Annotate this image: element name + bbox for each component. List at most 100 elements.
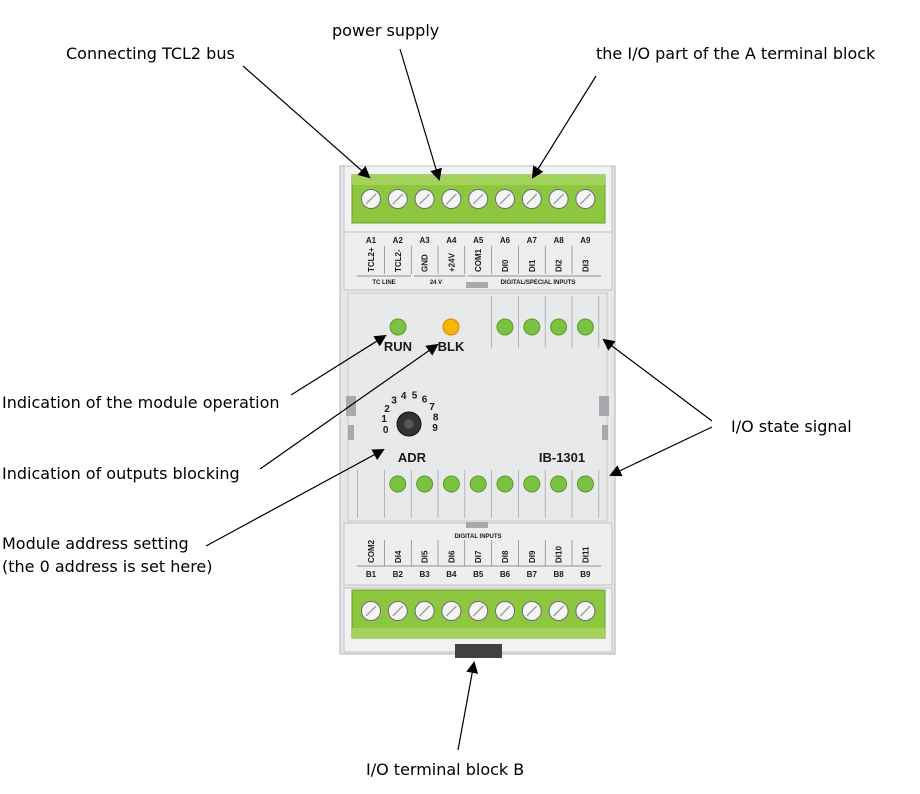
callout-address-line1: Module address setting: [2, 534, 189, 553]
io-led: [416, 475, 434, 493]
arrow-io-state-top: [602, 338, 713, 422]
terminal-b-screw-slot: [553, 605, 565, 617]
terminal-a-screw-slot: [392, 193, 404, 205]
dial-digit: 2: [384, 404, 390, 415]
terminal-a-screw-slot: [526, 193, 538, 205]
terminal-block-b-bottom-strip: [352, 628, 605, 638]
bottom-label-area: [343, 522, 613, 586]
voltage-label: 24 V: [430, 280, 442, 286]
terminal-a-screw-slot: [579, 193, 591, 205]
arrow-outputs-blocking: [259, 343, 439, 470]
terminal-a-signal: +24V: [447, 252, 456, 272]
dial-digit: 7: [429, 402, 435, 413]
callout-tcl2-bus: Connecting TCL2 bus: [66, 44, 235, 63]
terminal-b-screw-slot: [445, 605, 457, 617]
terminal-b-signal: DI8: [501, 550, 510, 563]
terminal-b-signal: DI6: [447, 550, 456, 563]
address-dial-center: [404, 419, 414, 429]
callout-io-state: I/O state signal: [731, 417, 852, 436]
dial-digit: 9: [432, 423, 438, 434]
terminal-b-signal: COM2: [367, 539, 376, 563]
terminal-a-signal: DI0: [501, 259, 510, 272]
tc-line-label: TC LINE: [372, 280, 395, 286]
terminal-b-signal: DI7: [474, 550, 483, 563]
terminal-a-id: A4: [446, 236, 457, 245]
dial-digit: 6: [422, 394, 428, 405]
terminal-a-screw-slot: [499, 193, 511, 205]
io-led: [576, 475, 594, 493]
blk-label: BLK: [438, 339, 465, 354]
terminal-a-signal: TCL2-: [394, 249, 403, 272]
callout-terminal-b: I/O terminal block B: [366, 760, 524, 779]
terminal-b-signal: DI5: [421, 550, 430, 563]
arrow-power-supply: [399, 48, 442, 181]
right-clip-top: [599, 396, 609, 416]
adr-label: ADR: [398, 450, 427, 465]
address-dial[interactable]: [396, 411, 422, 437]
io-led: [550, 475, 568, 493]
run-label: RUN: [384, 339, 412, 354]
arrow-address-setting: [205, 449, 385, 547]
terminal-a-id: A5: [473, 236, 484, 245]
arrow-terminal-b: [457, 661, 479, 751]
callout-io-part-a: the I/O part of the A terminal block: [596, 44, 876, 63]
io-led: [389, 475, 407, 493]
terminal-a-id: A9: [580, 236, 591, 245]
terminal-b-id: B5: [473, 570, 484, 579]
dial-digit: 8: [433, 412, 439, 423]
top-label-area: [343, 231, 613, 291]
dial-digit: 0: [383, 425, 389, 436]
terminal-a-signal: COM1: [474, 248, 483, 272]
terminal-block-a-top-strip: [352, 175, 605, 185]
terminal-a-id: A7: [527, 236, 538, 245]
io-led: [496, 475, 514, 493]
terminal-b-id: B3: [419, 570, 430, 579]
terminal-a-id: A2: [393, 236, 404, 245]
left-clip-bottom: [348, 425, 354, 440]
dial-digit: 5: [412, 390, 418, 401]
terminal-b-id: B8: [553, 570, 564, 579]
terminal-a-signal: GND: [421, 254, 430, 272]
blk-led: [442, 318, 460, 336]
terminal-a-screw-slot: [419, 193, 431, 205]
terminal-a-screw-slot: [365, 193, 377, 205]
callout-outputs-blocking: Indication of outputs blocking: [2, 464, 240, 483]
terminal-b-signal: DI4: [394, 550, 403, 563]
bottom-latch: [466, 522, 488, 528]
bottom-terminal-labels: COM2B1DI4B2DI5B3DI6B4DI7B5DI8B6DI9B7DI10…: [366, 539, 591, 579]
io-led: [469, 475, 487, 493]
terminal-b-screw-slot: [365, 605, 377, 617]
terminal-b-screw-slot: [392, 605, 404, 617]
terminal-a-id: A8: [553, 236, 564, 245]
terminal-b-id: B4: [446, 570, 457, 579]
terminal-a-screw-slot: [445, 193, 457, 205]
terminal-a-signal: DI1: [528, 259, 537, 272]
arrow-io-part-a: [531, 75, 597, 179]
terminal-a-id: A6: [500, 236, 511, 245]
top-terminal-labels: A1TCL2+A2TCL2-A3GNDA4+24VA5COM1A6DI0A7DI…: [366, 236, 591, 274]
digital-special-label: DIGITAL/SPECIAL INPUTS: [501, 280, 576, 286]
arrow-module-operation: [290, 334, 387, 396]
model-label: IB-1301: [539, 450, 585, 465]
io-leds-bottom: [389, 475, 594, 493]
terminal-b-id: B7: [527, 570, 538, 579]
run-led: [389, 318, 407, 336]
io-led: [442, 475, 460, 493]
terminal-b-screw-slot: [419, 605, 431, 617]
io-leds-top: [496, 318, 594, 336]
dial-digit: 1: [381, 414, 387, 425]
terminal-b-signal: DI11: [581, 546, 590, 563]
callout-power-supply: power supply: [332, 21, 439, 40]
terminal-a-signal: TCL2+: [367, 247, 376, 272]
din-rail-clip: [455, 644, 502, 658]
io-led: [523, 475, 541, 493]
dial-digit: 4: [401, 391, 407, 402]
top-latch: [466, 282, 488, 288]
terminal-a-signal: DI2: [555, 259, 564, 272]
terminal-b-signal: DI9: [528, 550, 537, 563]
io-led: [576, 318, 594, 336]
left-clip-top: [346, 396, 356, 416]
right-clip-bottom: [602, 425, 608, 440]
